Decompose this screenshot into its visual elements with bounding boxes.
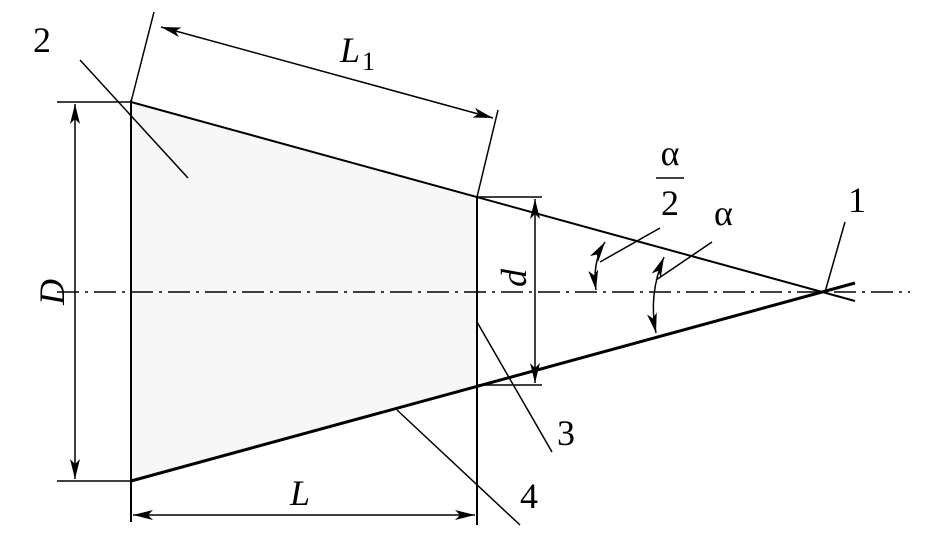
L1-ext-left [130, 11, 155, 103]
cone-body [131, 102, 477, 481]
cone-bottom-edge [130, 281, 856, 483]
angle-arc [646, 256, 665, 334]
label-part-3: 3 [557, 413, 575, 453]
label-angle: α [714, 193, 733, 233]
label-L1-subscript: 1 [362, 47, 375, 76]
leader-2 [79, 59, 189, 179]
L1-dimension-line [160, 26, 494, 119]
label-half-angle-denominator: 2 [661, 183, 679, 223]
label-d: d [494, 268, 534, 287]
half-angle-leader [599, 227, 661, 263]
leader-4 [396, 409, 521, 526]
label-L: L [289, 473, 310, 513]
leader-3 [476, 321, 553, 453]
label-D: D [32, 279, 72, 306]
label-part-4: 4 [520, 476, 538, 516]
label-half-angle-numerator: α [661, 133, 680, 173]
label-part-1: 1 [848, 180, 866, 220]
cone-top-edge [130, 101, 856, 302]
half-angle-arc [588, 241, 606, 291]
L1-ext-right [476, 109, 499, 198]
label-part-2: 2 [33, 20, 51, 60]
angle-leader [655, 241, 713, 281]
label-L1: L [339, 30, 360, 70]
leader-1 [824, 221, 846, 293]
